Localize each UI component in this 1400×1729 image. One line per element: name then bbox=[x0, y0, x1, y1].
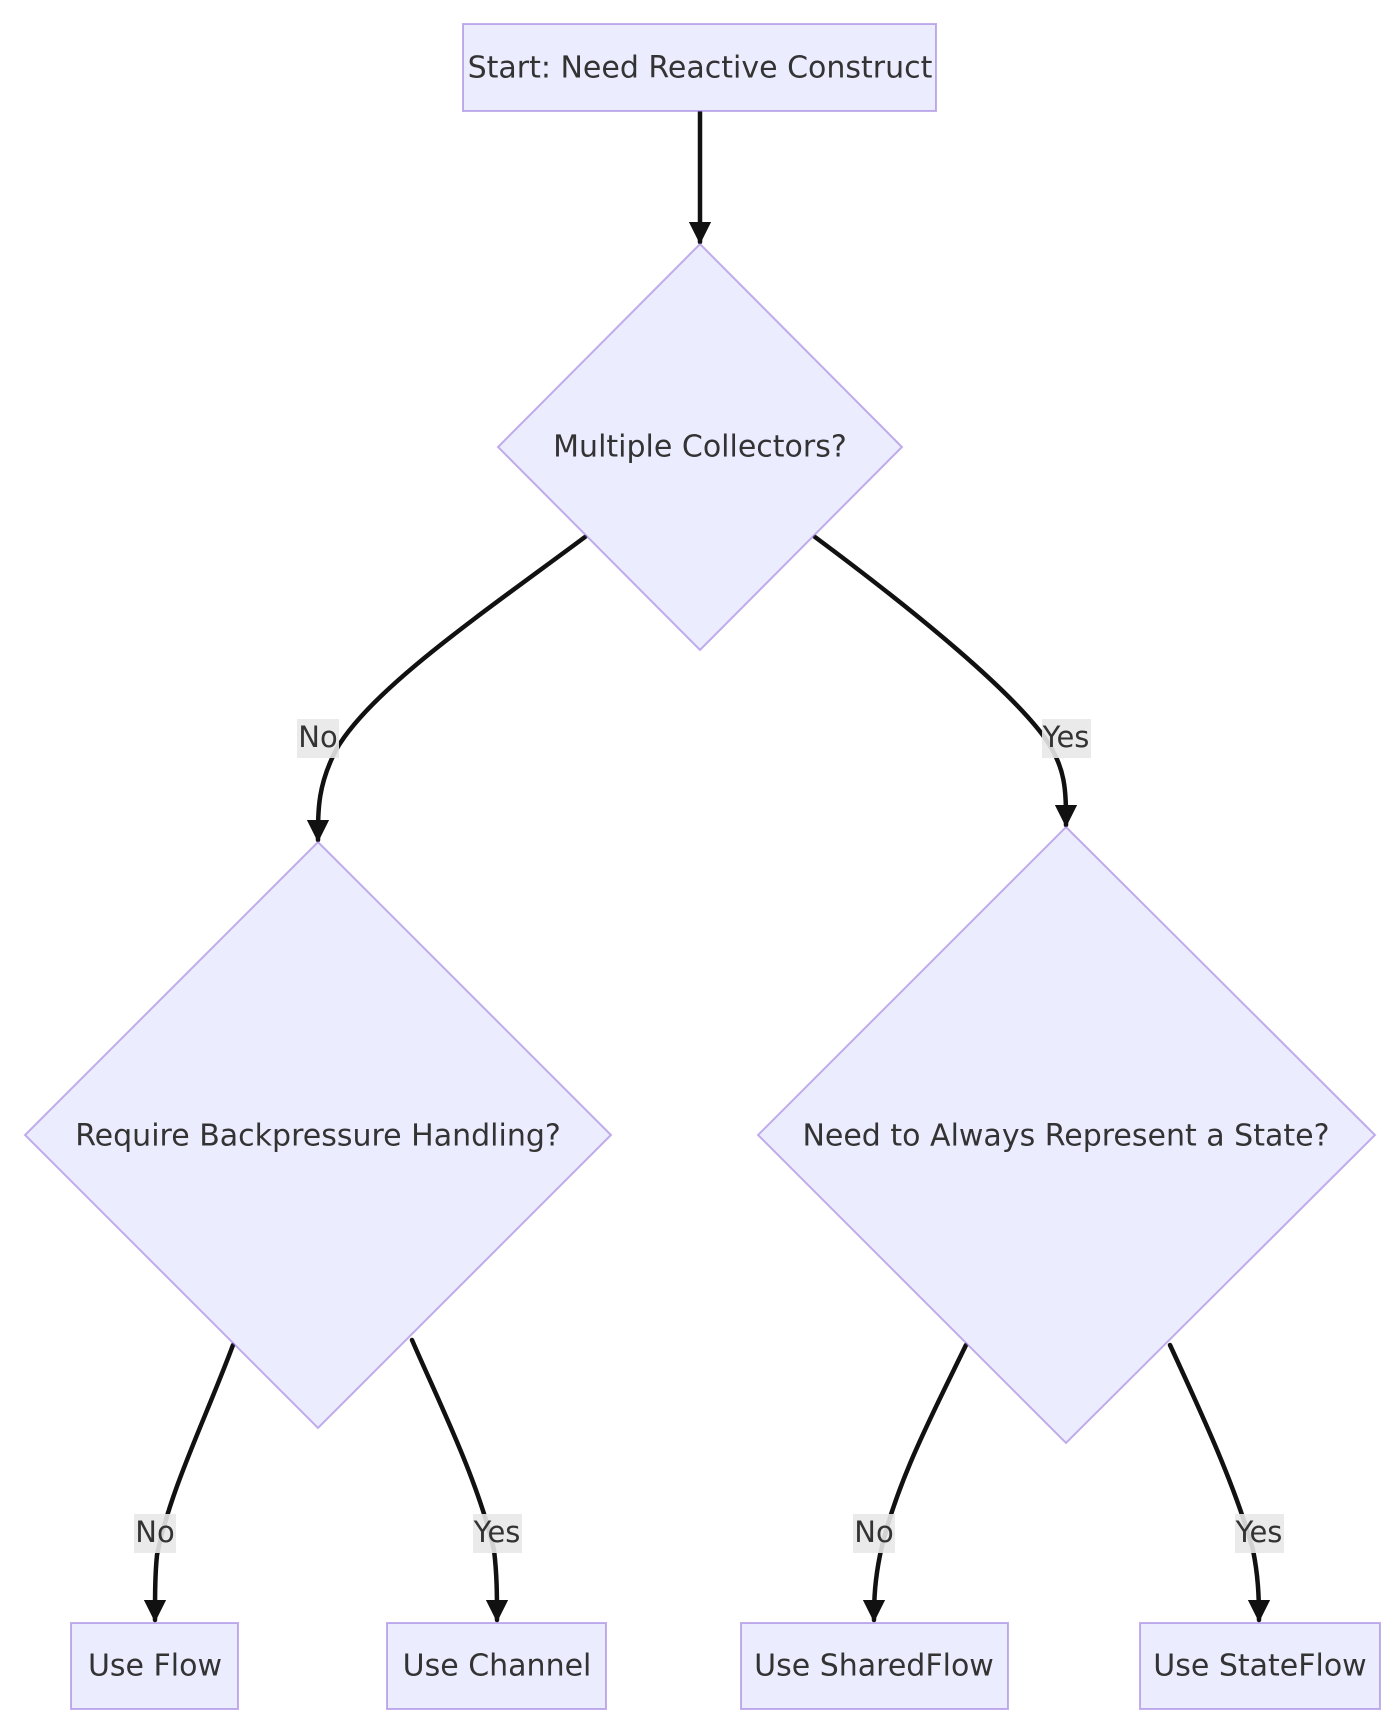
node-backpressure-label: Require Backpressure Handling? bbox=[75, 1119, 561, 1154]
edge-label-backpressure-no-text: No bbox=[135, 1515, 174, 1549]
edge-label-state-yes-text: Yes bbox=[1235, 1515, 1283, 1549]
node-multiple-collectors-shape bbox=[496, 242, 904, 652]
node-use-stateflow-label: Use StateFlow bbox=[1153, 1649, 1366, 1684]
node-use-stateflow: Use StateFlow bbox=[1139, 1622, 1381, 1710]
node-use-flow-label: Use Flow bbox=[88, 1649, 222, 1684]
node-multiple-collectors: Multiple Collectors? bbox=[496, 242, 904, 652]
edge-labels: No Yes No Yes No Yes bbox=[134, 719, 1284, 1553]
edge-label-backpressure-no-bg bbox=[134, 1514, 176, 1553]
node-always-state-shape bbox=[756, 825, 1377, 1445]
edge-state-to-sharedflow bbox=[862, 1342, 969, 1623]
node-use-channel-label: Use Channel bbox=[403, 1649, 592, 1684]
edge-label-multiple-no-bg bbox=[297, 719, 339, 758]
node-use-stateflow-shape bbox=[1139, 1622, 1381, 1710]
edge-multiple-to-state bbox=[812, 534, 1078, 828]
edge-backpressure-to-flow bbox=[143, 1342, 236, 1623]
node-always-state-label: Need to Always Represent a State? bbox=[802, 1119, 1329, 1154]
node-use-channel-shape bbox=[386, 1622, 607, 1710]
edge-label-multiple-yes: Yes bbox=[1042, 719, 1091, 758]
node-always-state: Need to Always Represent a State? bbox=[756, 825, 1377, 1445]
edge-label-backpressure-yes: Yes bbox=[473, 1514, 522, 1553]
node-start-label: Start: Need Reactive Construct bbox=[468, 51, 933, 86]
node-backpressure: Require Backpressure Handling? bbox=[23, 840, 613, 1430]
edge-label-multiple-no: No bbox=[297, 719, 339, 758]
node-use-channel: Use Channel bbox=[386, 1622, 607, 1710]
node-start-shape bbox=[462, 23, 937, 112]
edge-multiple-to-backpressure bbox=[306, 534, 588, 843]
node-use-sharedflow: Use SharedFlow bbox=[740, 1622, 1009, 1710]
edge-label-state-no-bg bbox=[853, 1514, 895, 1553]
edge-label-multiple-yes-text: Yes bbox=[1042, 720, 1090, 754]
node-use-sharedflow-shape bbox=[740, 1622, 1009, 1710]
node-multiple-collectors-label: Multiple Collectors? bbox=[553, 430, 847, 465]
edge-label-multiple-yes-bg bbox=[1042, 719, 1091, 758]
node-use-flow-shape bbox=[70, 1622, 239, 1710]
edge-label-backpressure-yes-text: Yes bbox=[473, 1515, 521, 1549]
edge-label-state-no: No bbox=[853, 1514, 895, 1553]
nodes: Start: Need Reactive Construct Multiple … bbox=[23, 23, 1381, 1710]
node-use-sharedflow-label: Use SharedFlow bbox=[754, 1649, 994, 1684]
edge-state-to-stateflow bbox=[1167, 1342, 1271, 1623]
edge-backpressure-to-channel bbox=[409, 1337, 509, 1623]
edge-label-backpressure-yes-bg bbox=[473, 1514, 522, 1553]
edge-label-state-yes-bg bbox=[1235, 1514, 1284, 1553]
edge-label-multiple-no-text: No bbox=[298, 720, 337, 754]
node-start: Start: Need Reactive Construct bbox=[462, 23, 937, 112]
edge-label-state-yes: Yes bbox=[1235, 1514, 1284, 1553]
node-backpressure-shape bbox=[23, 840, 613, 1430]
edge-label-backpressure-no: No bbox=[134, 1514, 176, 1553]
edge-label-state-no-text: No bbox=[854, 1515, 893, 1549]
node-use-flow: Use Flow bbox=[70, 1622, 239, 1710]
